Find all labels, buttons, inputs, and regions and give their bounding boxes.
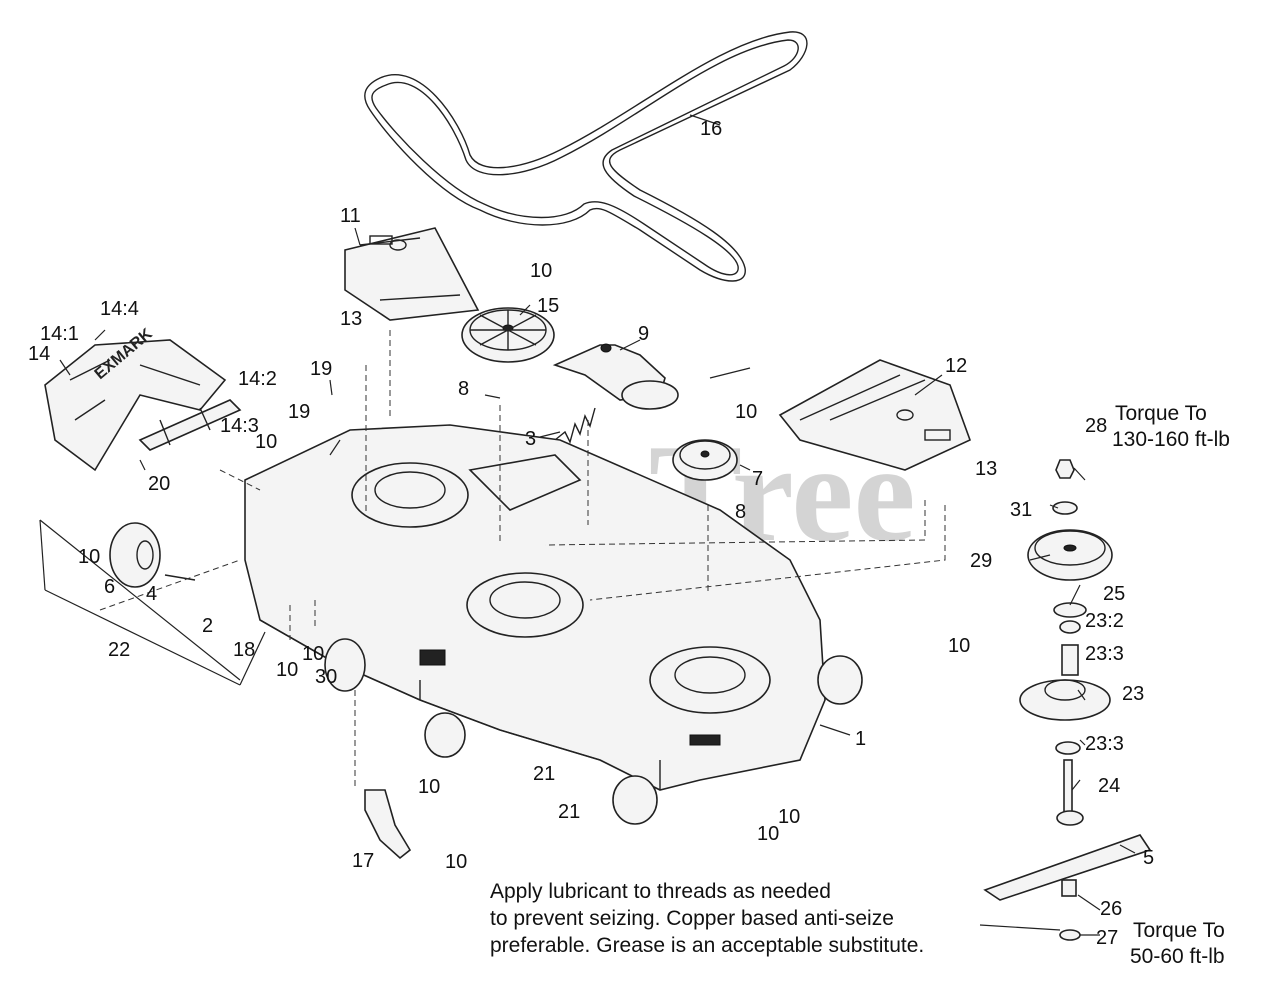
mower-deck — [244, 424, 826, 791]
callout-3: 3 — [525, 428, 536, 450]
callout-18: 18 — [233, 639, 255, 661]
callout-14-4: 14:4 — [100, 298, 139, 320]
callout-29: 29 — [970, 550, 992, 572]
callout-21a: 21 — [533, 763, 555, 785]
callout-17: 17 — [352, 850, 374, 872]
idler-arm-assembly — [552, 343, 679, 410]
chute-hinge-bracket — [138, 399, 242, 451]
torque-note-top: Torque To 130-160 ft-lb — [1112, 402, 1230, 451]
leader-lines — [39, 114, 1136, 936]
svg-text:preferable. Grease is an accep: preferable. Grease is an acceptable subs… — [490, 934, 924, 957]
callout-16: 16 — [700, 118, 722, 140]
callout-19b: 19 — [288, 401, 310, 423]
callout-14-1: 14:1 — [40, 323, 79, 345]
callout-14-2: 14:2 — [238, 368, 277, 390]
callout-9: 9 — [638, 323, 649, 345]
callout-10d: 10 — [78, 546, 100, 568]
callout-23-3b: 23:3 — [1085, 733, 1124, 755]
callout-10j: 10 — [757, 823, 779, 845]
callout-10g: 10 — [418, 776, 440, 798]
svg-text:Apply lubricant to threads as: Apply lubricant to threads as needed — [490, 880, 831, 903]
callout-23-3a: 23:3 — [1085, 643, 1124, 665]
svg-text:Torque To: Torque To — [1115, 402, 1207, 425]
callout-10b: 10 — [255, 431, 277, 453]
spindle-assembly — [983, 459, 1152, 941]
callout-23: 23 — [1122, 683, 1144, 705]
callout-6: 6 — [104, 576, 115, 598]
callout-10i: 10 — [778, 806, 800, 828]
callout-31: 31 — [1010, 499, 1032, 521]
anti-scalp-bracket — [364, 789, 412, 860]
svg-text:50-60 ft-lb: 50-60 ft-lb — [1130, 945, 1225, 968]
torque-note-bottom: Torque To 50-60 ft-lb — [1130, 919, 1225, 968]
discharge-chute: EXMARK — [44, 325, 227, 472]
callout-11: 11 — [340, 205, 361, 227]
callout-10h: 10 — [445, 851, 467, 873]
callout-10k: 10 — [948, 635, 970, 657]
callout-25: 25 — [1103, 583, 1125, 605]
callouts: 16 11 10 15 9 13 19 19 10 8 3 10 7 8 12 … — [28, 118, 1154, 949]
callout-10f: 10 — [302, 643, 324, 665]
svg-text:Torque To: Torque To — [1133, 919, 1225, 942]
callout-26: 26 — [1100, 898, 1122, 920]
belt-cover-left — [344, 227, 480, 321]
callout-5: 5 — [1143, 847, 1154, 869]
callout-7: 7 — [752, 468, 763, 490]
callout-8a: 8 — [458, 378, 469, 400]
callout-8b: 8 — [735, 501, 746, 523]
callout-14: 14 — [28, 343, 50, 365]
callout-12: 12 — [945, 355, 967, 377]
svg-text:130-160 ft-lb: 130-160 ft-lb — [1112, 428, 1230, 451]
callout-2: 2 — [202, 615, 213, 637]
lubricant-note: Apply lubricant to threads as needed to … — [490, 880, 924, 957]
idler-pulley-15 — [461, 307, 555, 363]
callout-10c: 10 — [735, 401, 757, 423]
callout-4: 4 — [146, 583, 157, 605]
svg-text:to prevent seizing. Copper bas: to prevent seizing. Copper based anti-se… — [490, 907, 894, 930]
drive-belt — [364, 31, 808, 282]
callout-24: 24 — [1098, 775, 1120, 797]
callout-10e: 10 — [276, 659, 298, 681]
deck-wheel-6 — [109, 522, 196, 588]
callout-22: 22 — [108, 639, 130, 661]
callout-20: 20 — [148, 473, 170, 495]
callout-21b: 21 — [558, 801, 580, 823]
belt-cover-right — [778, 359, 972, 471]
assembly-lines — [99, 330, 946, 790]
callout-15: 15 — [537, 295, 559, 317]
idler-pulley-7 — [672, 439, 738, 481]
callout-14-3: 14:3 — [220, 415, 259, 437]
callout-23-2: 23:2 — [1085, 610, 1124, 632]
anti-scalp-wheels — [324, 638, 863, 825]
callout-13b: 13 — [975, 458, 997, 480]
callout-13a: 13 — [340, 308, 362, 330]
callout-27: 27 — [1096, 927, 1118, 949]
callout-19a: 19 — [310, 358, 332, 380]
callout-30: 30 — [315, 666, 337, 688]
callout-1: 1 — [855, 728, 866, 750]
callout-10a: 10 — [530, 260, 552, 282]
spring — [554, 407, 596, 444]
callout-28: 28 — [1085, 415, 1107, 437]
